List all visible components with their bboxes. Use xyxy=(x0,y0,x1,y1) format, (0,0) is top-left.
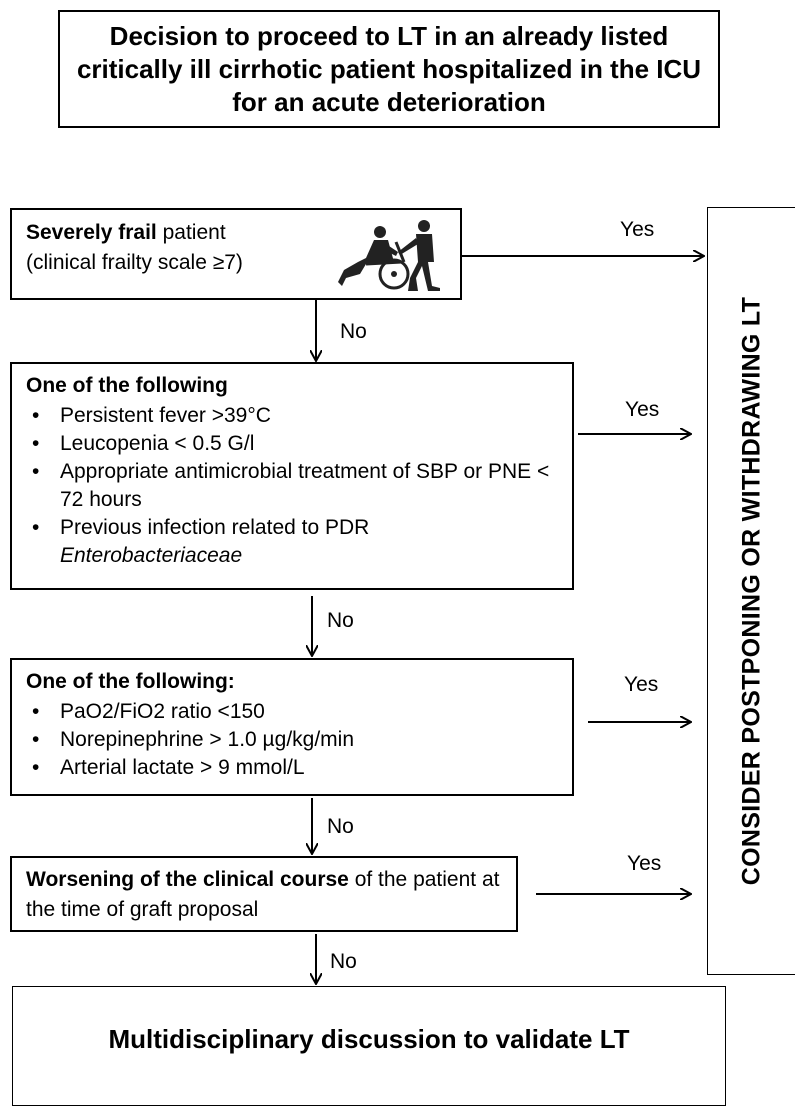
list-item: Persistent fever >39°C xyxy=(26,402,558,430)
no-label-4: No xyxy=(330,950,357,973)
worsening-bold: Worsening of the clinical course xyxy=(26,868,349,891)
infection-criteria-list: Persistent fever >39°C Leucopenia < 0.5 … xyxy=(26,402,558,570)
list-item: Norepinephrine > 1.0 µg/kg/min xyxy=(26,726,558,754)
list-item: Previous infection related to PDR Enterob… xyxy=(26,514,558,570)
list-item: PaO2/FiO2 ratio <150 xyxy=(26,698,558,726)
list-item-italic: Enterobacteriaceae xyxy=(60,544,243,567)
multidisciplinary-discussion-box: Multidisciplinary discussion to validate… xyxy=(12,986,726,1106)
yes-label-3: Yes xyxy=(624,673,659,696)
infection-criteria-heading: One of the following xyxy=(26,374,228,397)
worsening-box: Worsening of the clinical course of the … xyxy=(10,856,518,932)
frailty-line2: (clinical frailty scale ≥7) xyxy=(26,251,243,274)
list-item: Arterial lactate > 9 mmol/L xyxy=(26,754,558,782)
yes-label-4: Yes xyxy=(627,852,662,875)
title-box: Decision to proceed to LT in an already … xyxy=(58,10,720,128)
frailty-bold: Severely frail xyxy=(26,221,157,244)
list-item: Leucopenia < 0.5 G/l xyxy=(26,430,558,458)
organ-failure-criteria-heading: One of the following: xyxy=(26,670,235,693)
yes-label-1: Yes xyxy=(620,218,655,241)
list-item-text: Previous infection related to PDR xyxy=(60,516,370,539)
no-label-3: No xyxy=(327,815,354,838)
frailty-rest: patient xyxy=(156,221,226,244)
yes-label-2: Yes xyxy=(625,398,660,421)
no-label-1: No xyxy=(340,320,367,343)
frailty-line1: Severely frail patient xyxy=(26,218,446,248)
infection-criteria-box: One of the following Persistent fever >3… xyxy=(10,362,574,590)
worsening-rest: of the patient at the time of graft prop… xyxy=(26,868,500,921)
postpone-withdraw-box: CONSIDER POSTPONING OR WITHDRAWING LT xyxy=(707,207,795,975)
wheelchair-caregiver-icon xyxy=(338,220,440,291)
no-label-2: No xyxy=(327,609,354,632)
organ-failure-criteria-list: PaO2/FiO2 ratio <150 Norepinephrine > 1.… xyxy=(26,698,558,782)
multidisciplinary-discussion-text: Multidisciplinary discussion to validate… xyxy=(108,1023,630,1054)
list-item: Appropriate antimicrobial treatment of S… xyxy=(26,458,558,514)
organ-failure-criteria-box: One of the following: PaO2/FiO2 ratio <1… xyxy=(10,658,574,796)
title-text: Decision to proceed to LT in an already … xyxy=(76,20,702,117)
